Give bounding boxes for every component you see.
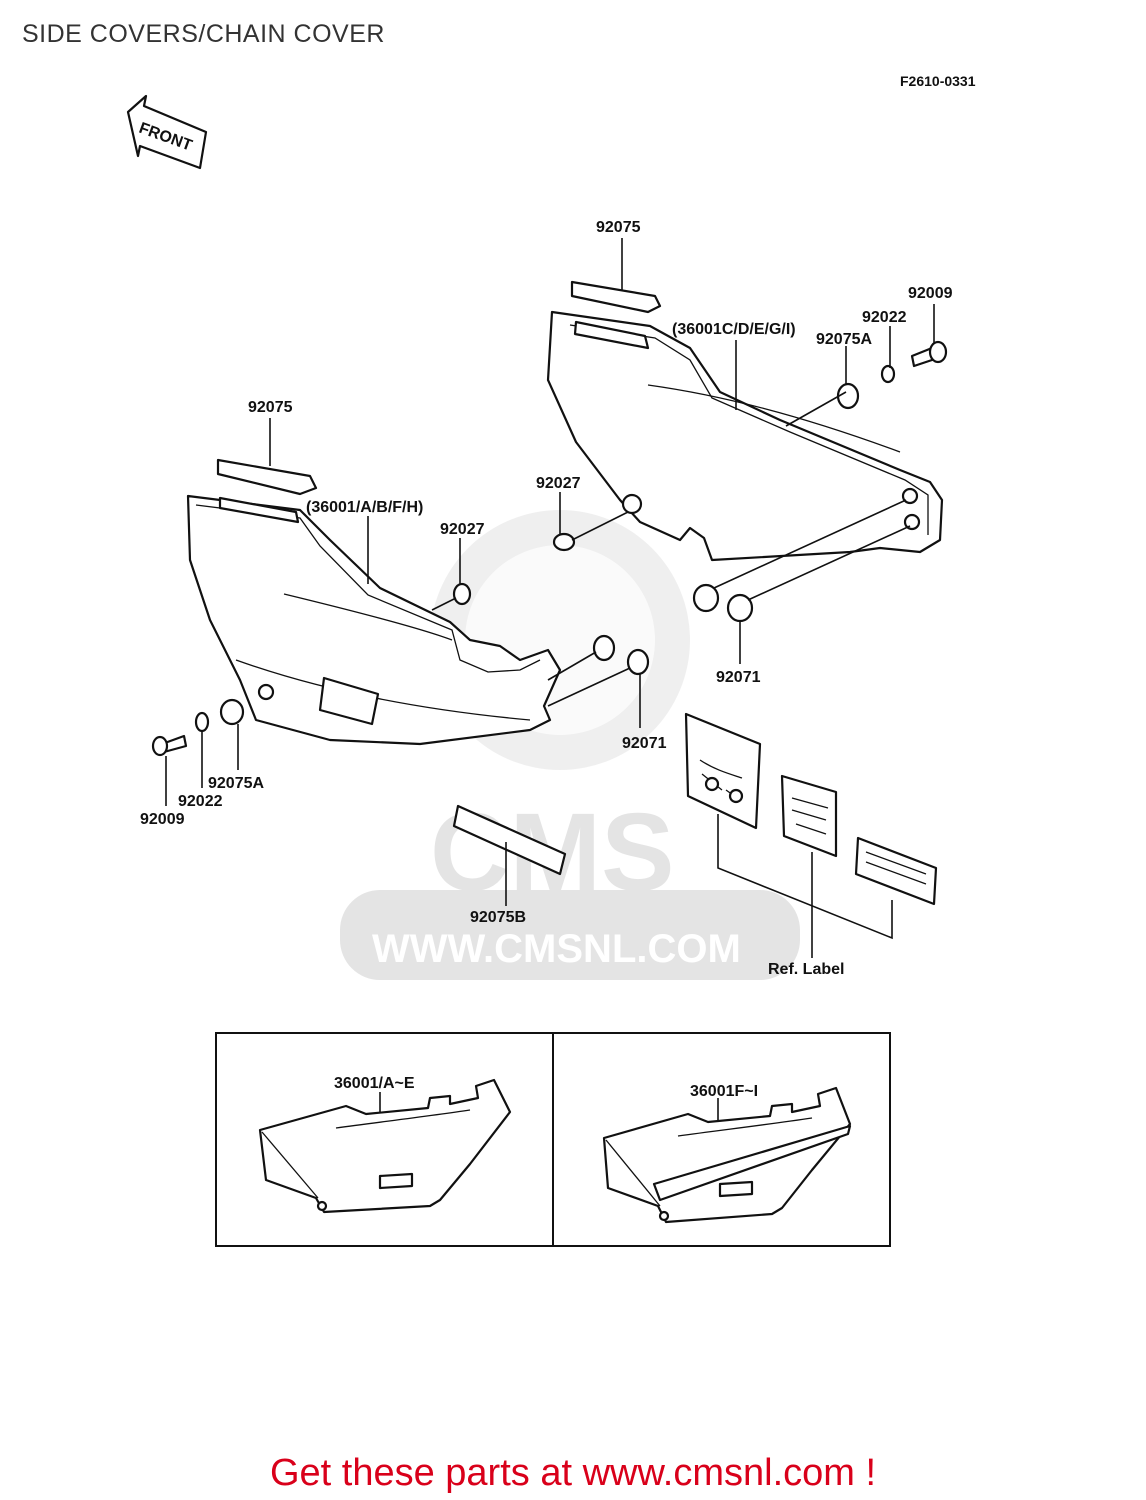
callout-92075-left: 92075 [248,399,293,416]
right-hardware [552,340,948,623]
inset-label-f-i: 36001F~I [690,1083,758,1100]
grommet-92075a-right [836,382,860,410]
strip-92075-right [570,280,662,350]
variant-inset: 36001/A~E 36001F~I [215,1032,891,1247]
inset-cover-f-i: 36001F~I [602,1083,852,1224]
right-side-cover [546,310,944,562]
callout-92027-left: 92027 [440,521,485,538]
call-to-action[interactable]: Get these parts at www.cmsnl.com ! [269,1452,877,1494]
callout-92075a-left: 92075A [208,775,264,792]
callout-92009-right: 92009 [908,285,953,302]
callout-92075a-right: 92075A [816,331,872,348]
callouts: 92075 92009 92022 (36001C/D/E/G/I) 92075… [140,219,953,978]
decal-stripe [854,836,938,906]
left-leaders [165,418,641,806]
left-side-cover [186,494,562,746]
callout-92071-right: 92071 [716,669,761,686]
callout-36001-left: (36001/A/B/F/H) [306,499,423,516]
callout-ref-label: Ref. Label [768,961,844,978]
collar-92027-left [452,582,472,606]
callout-92022-left: 92022 [178,793,223,810]
grommet-92071-left-a [592,634,616,662]
right-leaders [559,238,935,664]
grommet-92071-right-b [726,593,754,623]
watermark: CMS WWW.CMSNL.COM [340,510,800,980]
callout-92071-left: 92071 [622,735,667,752]
decal-caution [780,774,838,858]
page-title: SIDE COVERS/CHAIN COVER [22,20,385,48]
washer-92022-left [194,711,210,733]
grommet-92071-right-a [692,583,720,613]
figure-code: F2610-0331 [900,73,976,89]
collar-92027-right [552,532,576,552]
front-arrow-icon: FRONT [126,94,208,170]
callout-92009-left: 92009 [140,811,185,828]
callout-36001-right: (36001C/D/E/G/I) [672,321,796,338]
inset-label-a-e: 36001/A~E [334,1075,415,1092]
strip-92075-left [216,458,318,524]
strip-92075b [452,804,567,906]
left-hardware [151,582,650,757]
callout-92022-right: 92022 [862,309,907,326]
ref-labels [684,712,938,958]
watermark-url: WWW.CMSNL.COM [372,927,741,971]
grommet-92075a-left [219,698,245,726]
callout-92075b: 92075B [470,909,526,926]
inset-cover-a-e: 36001/A~E [258,1075,512,1214]
washer-92022-right [880,364,896,384]
callout-92027-right: 92027 [536,475,581,492]
callout-92075-right: 92075 [596,219,641,236]
grommet-92071-left-b [626,648,650,676]
